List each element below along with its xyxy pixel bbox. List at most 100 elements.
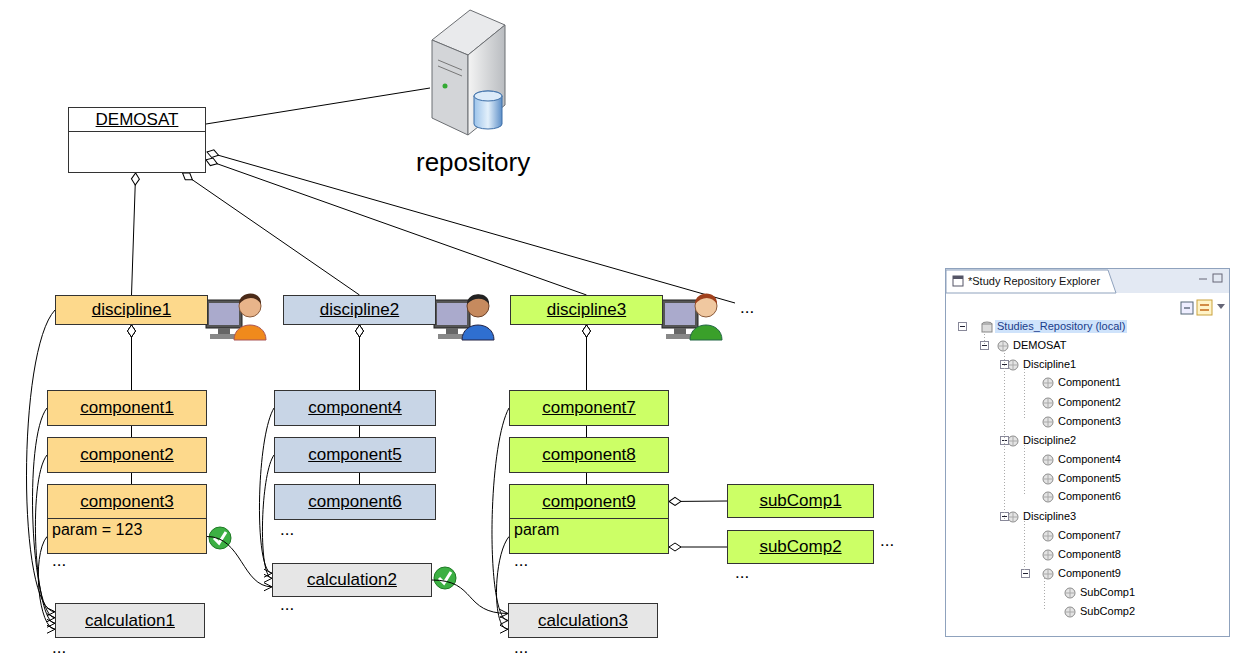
server-icon [438, 66, 462, 76]
object-name: component3 [80, 492, 174, 512]
server-icon [432, 40, 468, 135]
item-icon [1065, 607, 1075, 617]
server-icon [468, 25, 505, 135]
object-name: component5 [308, 445, 402, 465]
flow-arrow [259, 408, 274, 573]
item-icon [1043, 531, 1053, 541]
user-icon [690, 325, 722, 340]
item-icon [1044, 456, 1052, 464]
name-compartment: discipline3 [511, 296, 662, 324]
explorer-panel [1200, 305, 1209, 310]
aggregation-line [669, 547, 727, 548]
item-icon [1009, 437, 1017, 445]
check-icon [209, 527, 231, 549]
item-icon [999, 342, 1007, 350]
explorer-panel [1181, 302, 1193, 314]
attribute-text: param [514, 521, 559, 538]
object-box: subComp2 [727, 530, 874, 564]
explorer-panel [946, 270, 1116, 293]
name-compartment: component1 [48, 391, 206, 425]
tree-item: Discipline2 [1023, 434, 1076, 447]
item-icon [1044, 475, 1052, 483]
explorer-panel [1184, 308, 1190, 309]
item-icon [1044, 493, 1052, 501]
explorer-panel [1217, 304, 1225, 309]
name-compartment: discipline2 [284, 296, 435, 324]
name-compartment: component9 [510, 485, 668, 519]
object-box: component4 [274, 390, 436, 426]
user-icon [218, 328, 230, 334]
object-box: discipline1 [55, 295, 208, 325]
user-icon [209, 303, 239, 325]
name-compartment: calculation3 [509, 604, 657, 637]
object-name: DEMOSAT [96, 110, 179, 130]
tree-item: Studies_Repository (local) [995, 320, 1127, 333]
tree-item: Component8 [1058, 548, 1121, 561]
object-box: discipline3 [510, 295, 663, 325]
item-icon [1044, 418, 1052, 426]
ellipsis: ... [735, 563, 749, 583]
tree-item: DEMOSAT [1013, 339, 1067, 352]
object-name: component7 [542, 398, 636, 418]
server-icon [474, 91, 502, 101]
expand-box [1022, 570, 1030, 578]
item-icon [1008, 512, 1018, 522]
item-icon [1066, 608, 1074, 616]
expand-box [1002, 364, 1007, 365]
user-icon [467, 295, 489, 317]
aggregation-line [206, 160, 587, 295]
name-compartment: subComp1 [728, 485, 873, 517]
item-icon [1009, 513, 1017, 521]
object-box: component5 [274, 437, 436, 473]
item-icon [1066, 589, 1074, 597]
flow-arrow [492, 408, 509, 621]
aggregation-line [132, 173, 136, 295]
tree-item: Component5 [1058, 472, 1121, 485]
item-icon [1043, 569, 1053, 579]
explorer-panel [946, 269, 1229, 293]
object-box: subComp1 [727, 484, 874, 518]
name-compartment: DEMOSAT [69, 108, 205, 132]
expand-box [982, 345, 987, 346]
item-icon [1044, 379, 1052, 387]
user-icon [467, 294, 489, 304]
item-icon [1043, 455, 1053, 465]
tree-item: Component9 [1058, 567, 1121, 580]
user-icon [662, 294, 722, 341]
item-icon [1043, 474, 1053, 484]
expand-box [1001, 361, 1009, 369]
name-compartment: component4 [275, 391, 435, 425]
name-compartment: subComp2 [728, 531, 873, 563]
explorer-panel [1197, 300, 1212, 315]
expand-box [1002, 516, 1007, 517]
object-box: component7 [509, 390, 669, 426]
user-icon [665, 303, 695, 325]
item-icon [998, 341, 1008, 351]
object-name: discipline1 [92, 300, 171, 320]
explorer-panel [1199, 279, 1207, 280]
name-compartment: discipline1 [56, 296, 207, 324]
object-box: discipline2 [283, 295, 436, 325]
tree-guide [1004, 350, 1005, 521]
ellipsis: ... [740, 298, 754, 318]
explorer-panel [946, 269, 1230, 637]
aggregation-line [669, 501, 727, 503]
item-icon [1043, 550, 1053, 560]
tree-guide [1024, 445, 1025, 496]
user-icon [239, 294, 261, 305]
name-compartment: component3 [48, 485, 206, 519]
name-compartment: calculation2 [273, 564, 431, 596]
name-compartment: component8 [510, 438, 668, 472]
explorer-panel [1213, 274, 1222, 282]
explorer-panel [946, 269, 1230, 637]
user-icon [434, 300, 470, 328]
item-icon [1008, 436, 1018, 446]
object-box: component8 [509, 437, 669, 473]
user-icon [206, 300, 242, 328]
explorer-panel [953, 276, 963, 279]
user-icon [674, 328, 686, 334]
panel-title: *Study Repository Explorer [968, 275, 1100, 288]
tree-guide [1024, 369, 1025, 420]
tree-item: Component1 [1058, 376, 1121, 389]
